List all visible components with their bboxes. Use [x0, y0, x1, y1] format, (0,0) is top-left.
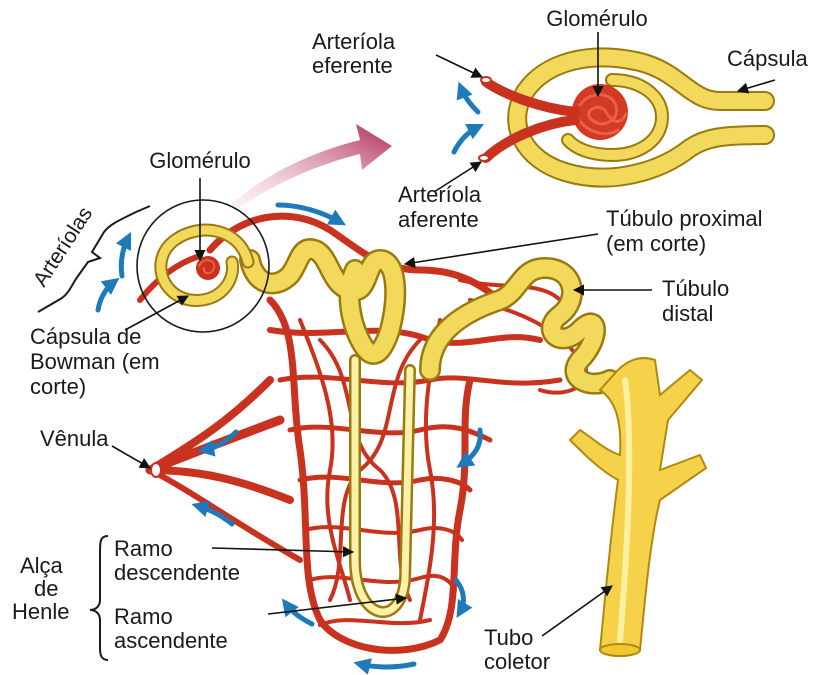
label-capsula: Cápsula [727, 46, 808, 71]
label-arteriola-aferente-1: Arteríola [398, 182, 482, 207]
label-tubo-coletor-1: Tubo [484, 625, 533, 650]
label-tubulo-distal-1: Túbulo [662, 276, 729, 301]
loop-of-henle [355, 360, 410, 612]
label-tubulo-proximal-1: Túbulo proximal [606, 206, 763, 231]
label-arteriola-eferente-2: eferente [312, 53, 393, 78]
distal-tubule [430, 268, 610, 384]
collecting-duct [570, 358, 706, 656]
label-tubulo-distal-2: distal [662, 301, 713, 326]
label-alca-2: de [34, 576, 58, 601]
label-alca-3: Henle [12, 599, 69, 624]
label-arteriolas: Arteríolas [29, 203, 97, 291]
label-ramo-descendente-2: descendente [114, 560, 240, 585]
label-capsula-bowman-1: Cápsula de [30, 324, 141, 349]
venule-opening [151, 463, 161, 477]
label-venula: Vênula [40, 426, 109, 451]
label-glomerulo-left: Glomérulo [149, 148, 250, 173]
label-glomerulo-top: Glomérulo [546, 6, 647, 31]
label-tubo-coletor-2: coletor [484, 649, 550, 674]
henle-brace [90, 536, 108, 660]
label-ramo-descendente-1: Ramo [114, 536, 173, 561]
label-capsula-bowman-3: corte) [30, 374, 86, 399]
label-ramo-ascendente-1: Ramo [114, 604, 173, 629]
label-alca-1: Alça [20, 553, 64, 578]
label-capsula-bowman-2: Bowman (em [30, 349, 160, 374]
magnification-arrow [232, 124, 392, 210]
label-ramo-ascendente-2: ascendente [114, 628, 228, 653]
label-tubulo-proximal-2: (em corte) [606, 231, 706, 256]
label-arteriola-aferente-2: aferente [398, 207, 479, 232]
label-arteriola-eferente-1: Arteríola [312, 29, 396, 54]
inset-glomerulus [454, 57, 765, 177]
